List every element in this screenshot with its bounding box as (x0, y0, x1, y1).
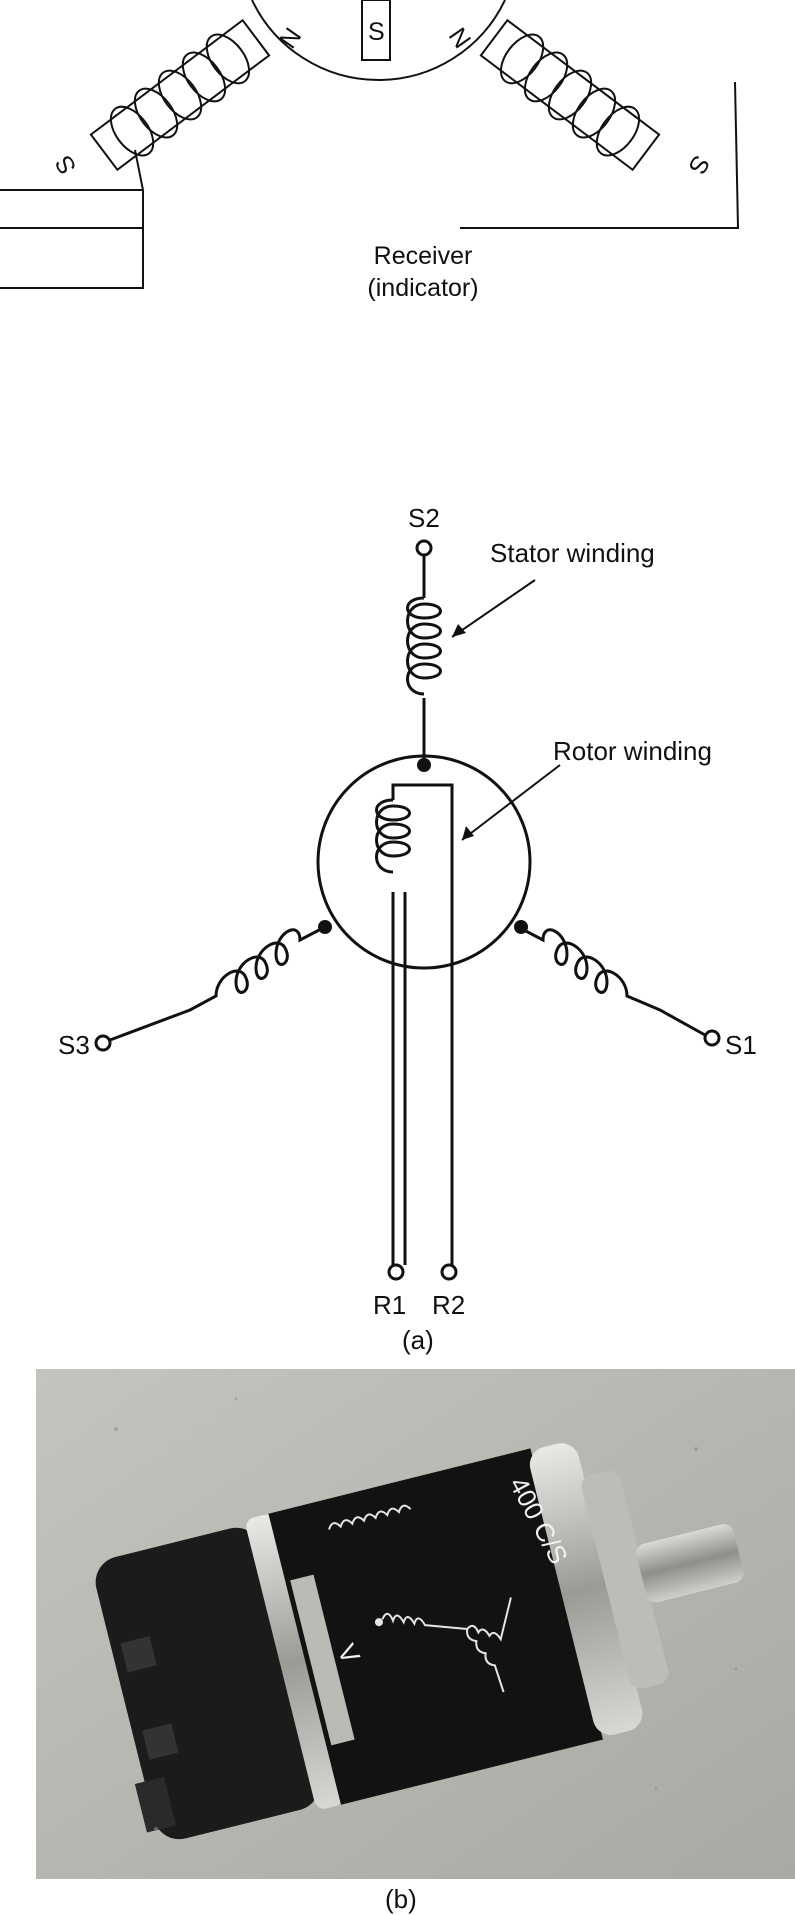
left-stator-coil (89, 18, 271, 172)
synchro-circle (316, 754, 532, 970)
stator-arrowhead (452, 624, 466, 637)
rotor-arrowhead (462, 826, 474, 840)
terminal-s3-label: S3 (58, 1030, 90, 1060)
right-stator-coil (479, 18, 661, 172)
receiver-wiring (0, 81, 740, 289)
receiver-title: Receiver (373, 242, 473, 270)
receiver-caption: Receiver (indicator) (353, 240, 493, 304)
junction-top (417, 758, 431, 772)
terminal-s1-dot (703, 1029, 721, 1047)
terminal-r1-label: R1 (373, 1290, 407, 1320)
stator-coil-s3 (109, 926, 324, 1042)
figure-b-caption: (b) (385, 1884, 417, 1914)
synchro-schematic (94, 539, 721, 1281)
receiver-rotor-magnet (361, 0, 391, 61)
synchro-photo: 400 C/S V (36, 1369, 795, 1879)
rotor-coil (375, 798, 411, 874)
stator-coil-s2 (406, 596, 442, 696)
figure-a-caption: (a) (402, 1325, 434, 1355)
terminal-r2-label: R2 (432, 1290, 466, 1320)
terminal-s3-dot (94, 1034, 112, 1052)
stator-coil-s1 (519, 926, 706, 1037)
junction-left (318, 920, 332, 934)
terminal-s1-label: S1 (725, 1030, 757, 1060)
receiver-subtitle: (indicator) (367, 274, 479, 302)
rotor-s-label: S (368, 18, 385, 46)
receiver-diagram (0, 0, 740, 289)
rotor-winding-label: Rotor winding (553, 736, 712, 766)
junction-right (514, 920, 528, 934)
terminal-r1-dot (387, 1263, 405, 1281)
terminal-s2-label: S2 (408, 503, 440, 533)
terminal-r2-dot (440, 1263, 458, 1281)
stator-winding-label: Stator winding (490, 538, 655, 568)
receiver-rotor-arc (251, 0, 506, 81)
synchro-photo-illustration (36, 1369, 795, 1879)
terminal-s2-dot (415, 539, 433, 557)
